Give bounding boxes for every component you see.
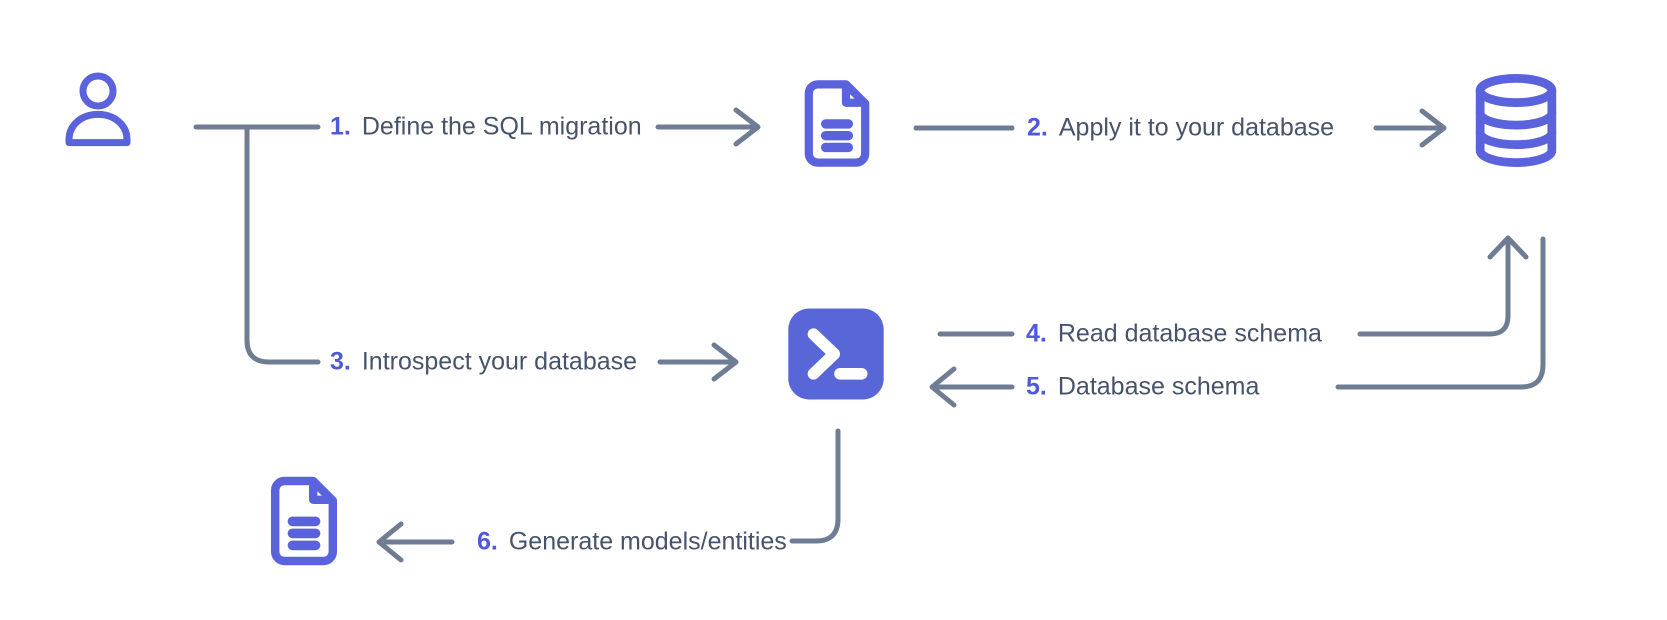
step-label-1: 1. Define the SQL migration — [330, 111, 642, 141]
step-number: 4. — [1026, 319, 1047, 348]
file-text-icon — [804, 80, 870, 167]
step-text: Define the SQL migration — [361, 112, 642, 141]
step-number: 2. — [1027, 113, 1048, 142]
step-label-5: 5. Database schema — [1026, 371, 1259, 401]
connector-step3-arrow — [657, 342, 739, 382]
step-label-2: 2. Apply it to your database — [1027, 112, 1334, 142]
step-text: Read database schema — [1057, 319, 1322, 348]
step-number: 6. — [477, 527, 498, 556]
terminal-icon — [788, 308, 884, 400]
connector-step6-arrow — [376, 521, 455, 563]
step-text: Generate models/entities — [508, 527, 787, 556]
step-label-4: 4. Read database schema — [1026, 318, 1322, 348]
file-text-icon — [271, 476, 337, 566]
step-label-3: 3. Introspect your database — [330, 346, 637, 376]
connector-step5-arrow — [929, 366, 1015, 408]
connector-step2-arrow — [1373, 108, 1447, 148]
database-icon — [1475, 74, 1557, 167]
step-text: Introspect your database — [361, 347, 638, 376]
connector-step5-right — [1335, 236, 1546, 390]
user-icon — [65, 72, 131, 147]
step-number: 3. — [330, 347, 351, 376]
connector-step4-arrow — [1357, 235, 1529, 337]
connector-step1-arrow — [655, 107, 761, 147]
step-number: 5. — [1026, 372, 1047, 401]
step-text: Apply it to your database — [1058, 113, 1335, 142]
connector-step6-right — [789, 428, 841, 544]
step-text: Database schema — [1057, 372, 1260, 401]
connector-branch-step3 — [244, 126, 321, 365]
step-number: 1. — [330, 112, 351, 141]
step-label-6: 6. Generate models/entities — [477, 526, 787, 556]
